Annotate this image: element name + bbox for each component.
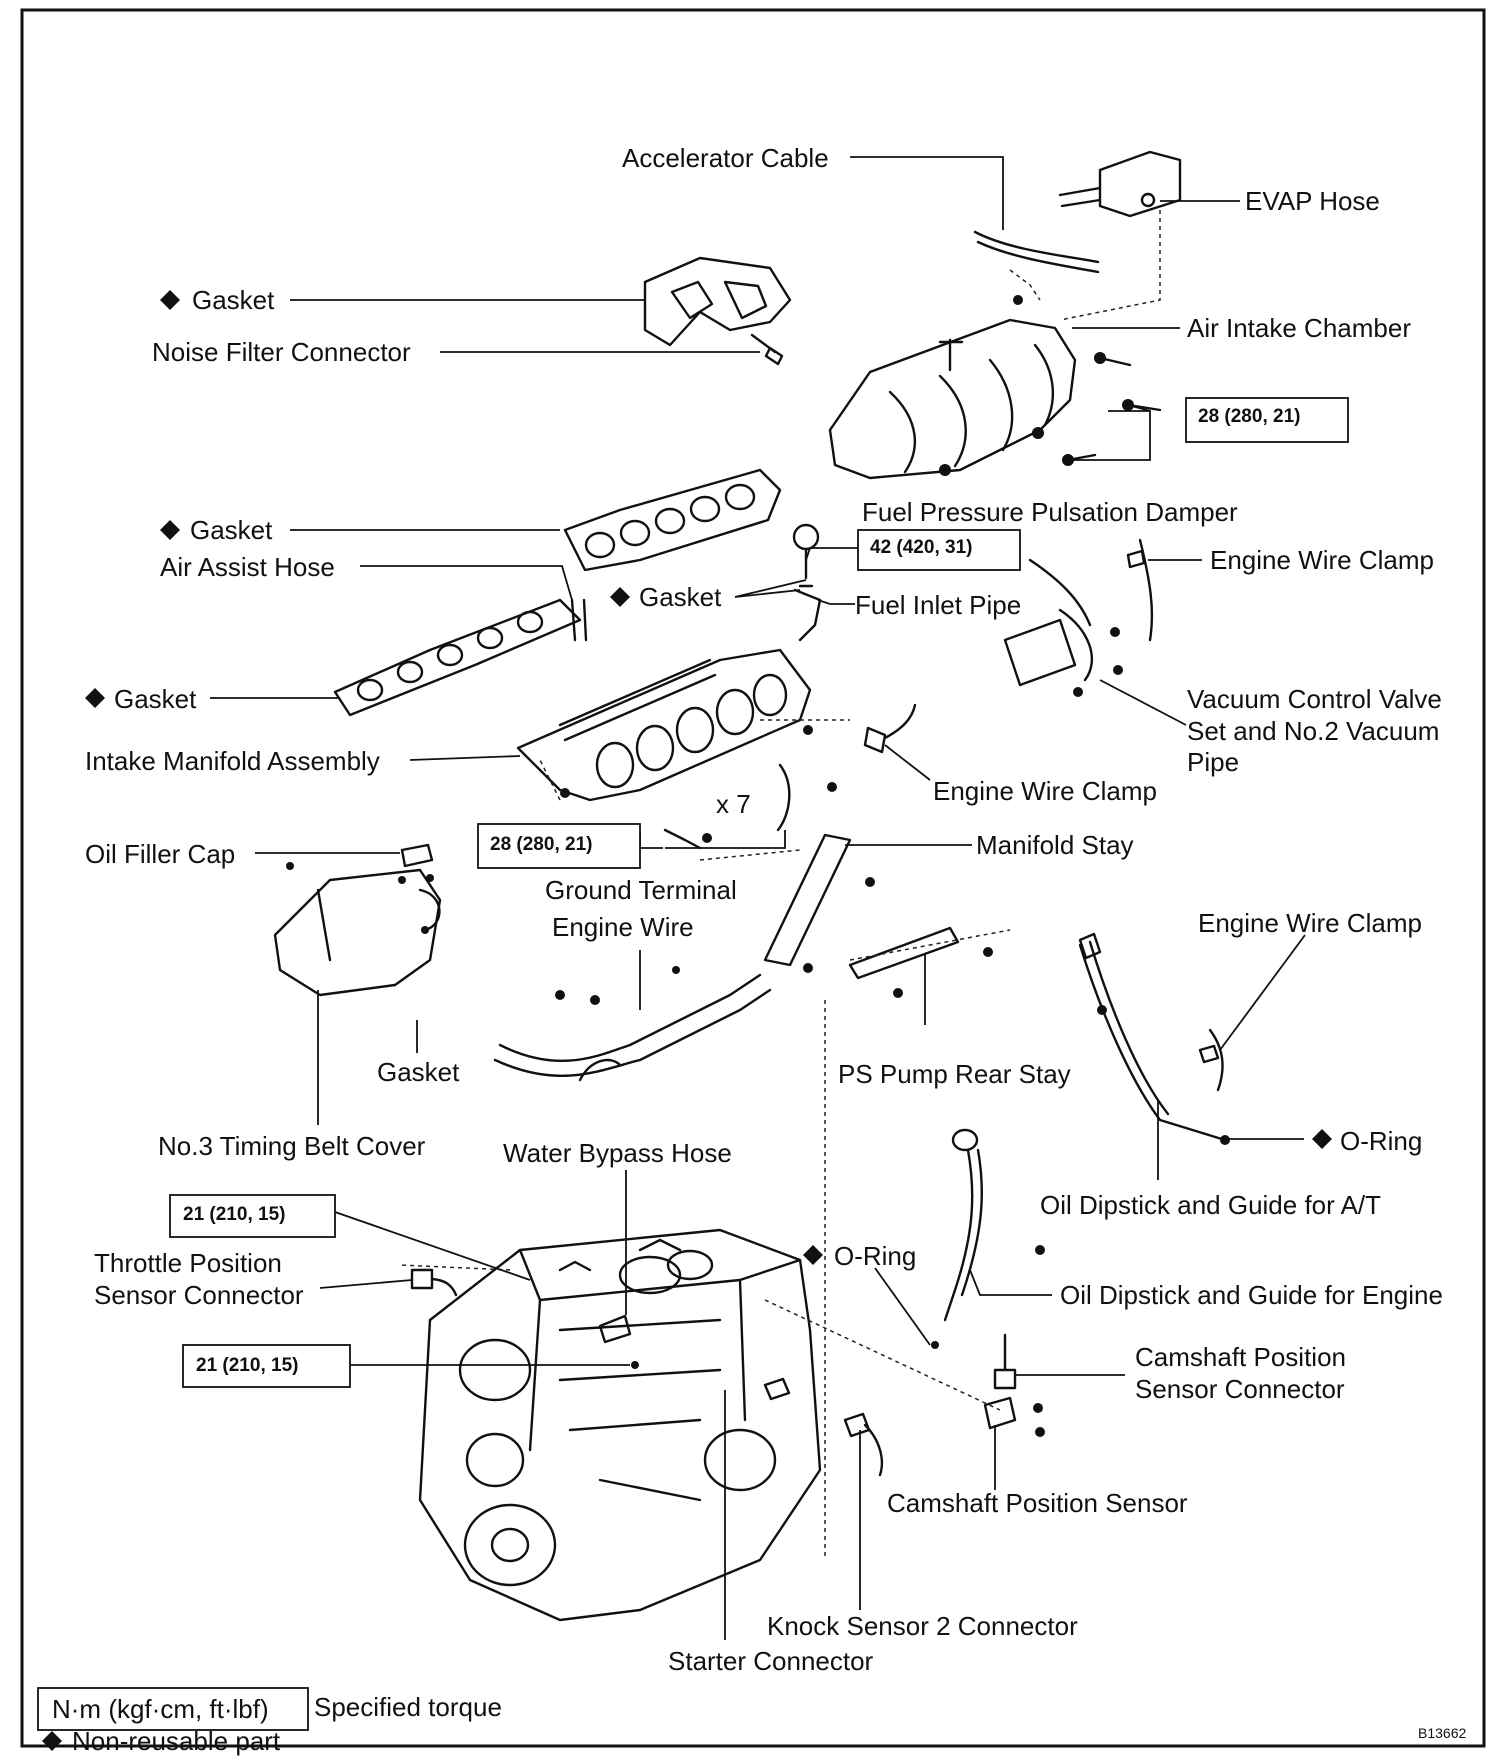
engine-wire-part	[493, 973, 772, 1078]
diamond-icon	[1312, 1129, 1332, 1149]
label-knock-sensor-2: Knock Sensor 2 Connector	[767, 1611, 1078, 1641]
label-manifold-stay: Manifold Stay	[976, 830, 1134, 860]
water-bypass-hose-part	[598, 1314, 632, 1344]
gasket-manifold-part	[333, 598, 582, 717]
label-oil-filler-cap: Oil Filler Cap	[85, 839, 235, 869]
svg-text:21 (210, 15): 21 (210, 15)	[196, 1355, 298, 1376]
label-throttle-position-1: Throttle Position	[94, 1248, 282, 1278]
engine-wire-clamp-3-part	[1198, 1028, 1224, 1092]
diagram-frame	[20, 8, 1486, 1748]
non-reusable-markers	[42, 290, 1332, 1751]
fuel-pressure-damper-part	[792, 523, 820, 551]
label-gasket-fuel: Gasket	[639, 582, 722, 612]
label-fuel-inlet-pipe: Fuel Inlet Pipe	[855, 590, 1021, 620]
legend-unit-box	[37, 1687, 309, 1731]
air-assist-hose-part	[570, 598, 588, 642]
label-gasket-top: Gasket	[192, 285, 275, 315]
label-air-assist-hose: Air Assist Hose	[160, 552, 335, 582]
label-gasket-manifold: Gasket	[114, 684, 197, 714]
manifold-stay-part	[763, 833, 852, 967]
label-intake-manifold-assembly: Intake Manifold Assembly	[85, 746, 380, 776]
label-starter-connector: Starter Connector	[668, 1646, 874, 1676]
no3-timing-belt-cover-part	[273, 868, 442, 997]
torque-box-3: 28 (280, 21)	[477, 823, 641, 869]
diamond-icon	[160, 520, 180, 540]
label-throttle-position-2: Sensor Connector	[94, 1280, 304, 1310]
diamond-icon	[610, 587, 630, 607]
label-engine-wire-clamp-2: Engine Wire Clamp	[933, 776, 1157, 806]
legend-specified-torque: Specified torque	[314, 1692, 502, 1722]
label-oil-dipstick-at: Oil Dipstick and Guide for A/T	[1040, 1190, 1381, 1220]
oil-dipstick-engine-part	[951, 1128, 979, 1152]
label-x7: x 7	[716, 789, 751, 819]
label-camshaft-connector-1: Camshaft Position	[1135, 1342, 1346, 1372]
diamond-icon	[85, 688, 105, 708]
torque-box-5: 21 (210, 15)	[182, 1344, 351, 1388]
label-gasket-mid: Gasket	[190, 515, 273, 545]
label-camshaft-connector-2: Sensor Connector	[1135, 1374, 1345, 1404]
torque-box-2: 42 (420, 31)	[857, 529, 1021, 571]
noise-filter-connector-part	[750, 333, 784, 366]
label-noise-filter-connector: Noise Filter Connector	[152, 337, 411, 367]
label-engine-wire-clamp-3: Engine Wire Clamp	[1198, 908, 1422, 938]
engine-block-part	[418, 1228, 822, 1622]
label-gasket-cover: Gasket	[377, 1057, 460, 1087]
svg-text:28 (280, 21): 28 (280, 21)	[490, 834, 592, 855]
legend-unit-text: N·m (kgf·cm, ft·lbf)	[52, 1694, 269, 1724]
label-oil-dipstick-engine: Oil Dipstick and Guide for Engine	[1060, 1280, 1443, 1310]
torque-box-4: 21 (210, 15)	[169, 1194, 336, 1238]
ground-terminal-part	[663, 763, 791, 850]
label-water-bypass-hose: Water Bypass Hose	[503, 1138, 732, 1168]
label-accelerator-cable: Accelerator Cable	[622, 143, 829, 173]
throttle-position-connector-part	[410, 1268, 458, 1297]
oil-filler-cap-part	[400, 843, 434, 868]
legend: N·m (kgf·cm, ft·lbf) Specified torque No…	[37, 1687, 502, 1756]
diamond-icon	[160, 290, 180, 310]
label-engine-wire: Engine Wire	[552, 912, 694, 942]
svg-text:28 (280, 21): 28 (280, 21)	[1198, 406, 1300, 427]
ps-pump-rear-stay-part	[848, 926, 960, 980]
gasket-mid-part	[563, 468, 782, 572]
starter-connector-part	[763, 1377, 791, 1401]
label-camshaft-sensor: Camshaft Position Sensor	[887, 1488, 1188, 1518]
figure-code: B13662	[1418, 1725, 1466, 1741]
label-vacuum-control-valve-2: Set and No.2 Vacuum	[1187, 716, 1439, 746]
label-ground-terminal: Ground Terminal	[545, 875, 737, 905]
oil-dipstick-at-part	[1078, 940, 1227, 1142]
label-engine-wire-clamp-1: Engine Wire Clamp	[1210, 545, 1434, 575]
diamond-icon	[42, 1731, 62, 1751]
label-evap-hose: EVAP Hose	[1245, 186, 1380, 216]
accelerator-cable-part	[973, 230, 1100, 264]
evap-hose-part	[1098, 150, 1182, 218]
label-vacuum-control-valve-3: Pipe	[1187, 747, 1239, 777]
fuel-inlet-pipe-part	[793, 588, 822, 642]
engine-wire-clamp-1-part	[1126, 538, 1154, 642]
parts-artwork	[273, 150, 1230, 1622]
engine-wire-clamp-2-part	[863, 703, 917, 754]
torque-box-1: 28 (280, 21)	[1185, 397, 1349, 443]
camshaft-sensor-part	[983, 1396, 1017, 1430]
diamond-icon	[803, 1245, 823, 1265]
label-ps-pump-rear-stay: PS Pump Rear Stay	[838, 1059, 1071, 1089]
label-no3-timing-belt-cover: No.3 Timing Belt Cover	[158, 1131, 426, 1161]
label-vacuum-control-valve-1: Vacuum Control Valve	[1187, 684, 1442, 714]
labels: Accelerator Cable EVAP Hose Gasket Noise…	[85, 143, 1443, 1676]
label-o-ring-1: O-Ring	[1340, 1126, 1422, 1156]
label-fuel-pressure-damper: Fuel Pressure Pulsation Damper	[862, 497, 1238, 527]
legend-non-reusable: Non-reusable part	[72, 1726, 281, 1756]
gasket-top-part	[643, 256, 792, 347]
label-air-intake-chamber: Air Intake Chamber	[1187, 313, 1411, 343]
vacuum-control-valve-part	[1003, 618, 1077, 687]
label-o-ring-2: O-Ring	[834, 1241, 916, 1271]
knock-sensor-2-connector-part	[843, 1412, 884, 1477]
air-intake-chamber-part	[828, 318, 1077, 480]
svg-text:21 (210, 15): 21 (210, 15)	[183, 1204, 285, 1225]
svg-text:42 (420, 31): 42 (420, 31)	[870, 537, 972, 558]
